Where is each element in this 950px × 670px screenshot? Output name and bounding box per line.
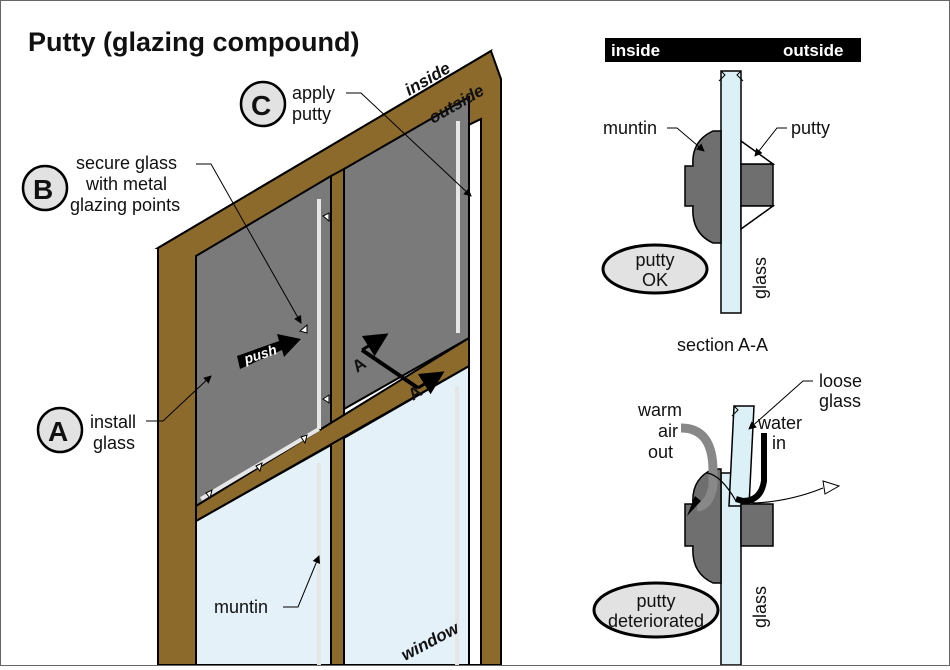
warm-air-path <box>680 423 718 512</box>
section-ok: inside outside muntin putty glass putty … <box>601 38 861 314</box>
break-mark <box>718 70 744 82</box>
leader-line <box>667 127 705 152</box>
badge-line: OK <box>642 270 668 290</box>
section-label-glass: glass <box>750 586 770 628</box>
meeting-rail <box>195 336 470 523</box>
step-line: with metal <box>85 174 167 194</box>
section-caption: section A-A <box>677 335 768 355</box>
step-line: apply <box>292 83 335 103</box>
section-label-loose: glass <box>819 391 861 411</box>
break-mark <box>731 405 739 417</box>
leader-line <box>146 375 212 422</box>
badge-line: putty <box>636 591 675 611</box>
section-header-inside: inside <box>611 41 660 60</box>
step-letter: C <box>251 90 271 121</box>
leader-line <box>346 92 472 197</box>
step-line: glass <box>93 433 135 453</box>
leader-line <box>283 555 321 608</box>
step-line: secure glass <box>76 153 177 173</box>
section-label-warm: warm <box>637 400 682 420</box>
glazing-point <box>322 394 330 404</box>
step-line: glazing points <box>70 195 180 215</box>
muntin-profile <box>684 130 722 244</box>
glazing-point <box>255 462 263 473</box>
putty-bead <box>740 205 776 231</box>
putty-ok-badge <box>601 243 709 295</box>
glazing-point <box>205 489 213 500</box>
step-b: B secure glass with metal glazing points <box>21 153 302 324</box>
step-letter: B <box>33 174 53 205</box>
putty-bead <box>740 139 776 165</box>
glazing-point <box>322 212 330 223</box>
warm-air-arrow-icon <box>687 496 701 516</box>
leader-line <box>748 380 813 430</box>
putty-deteriorated-badge <box>592 581 720 639</box>
section-label-warm: air <box>658 421 678 441</box>
section-header-bar <box>605 38 861 62</box>
muntin-rebate <box>740 163 774 207</box>
muntin-rebate <box>740 503 774 547</box>
leader-line <box>196 163 302 324</box>
step-badge <box>239 80 287 128</box>
step-c: C apply putty <box>239 80 472 197</box>
glass-section <box>720 70 742 314</box>
loose-glass <box>728 405 755 507</box>
step-badge <box>21 164 69 212</box>
section-label-putty: putty <box>791 118 830 138</box>
section-label-muntin: muntin <box>603 118 657 138</box>
window-illustration: inside outside window push A A <box>154 48 502 666</box>
section-label-water: water <box>757 413 802 433</box>
step-line: install <box>90 412 136 432</box>
step-letter: A <box>48 416 68 447</box>
section-label-loose: loose <box>819 371 862 391</box>
glazing-point <box>298 323 308 334</box>
flow-arrow-icon <box>822 480 841 495</box>
air-flow-line <box>706 472 824 504</box>
step-badge <box>36 406 84 454</box>
step-line: putty <box>292 104 331 124</box>
step-a: A install glass <box>36 375 212 454</box>
section-label-water: in <box>772 433 786 453</box>
section-label-glass: glass <box>750 257 770 299</box>
leader-line <box>754 127 787 157</box>
page-title: Putty (glazing compound) <box>28 27 359 57</box>
muntin-label: muntin <box>214 597 268 617</box>
glazing-point <box>300 434 308 445</box>
section-header-outside: outside <box>783 41 843 60</box>
water-path <box>735 433 767 505</box>
badge-line: putty <box>635 250 674 270</box>
badge-line: deteriorated <box>608 611 704 631</box>
section-label-warm: out <box>648 442 673 462</box>
section-deteriorated: loose glass warm air out water in glass … <box>592 371 862 666</box>
